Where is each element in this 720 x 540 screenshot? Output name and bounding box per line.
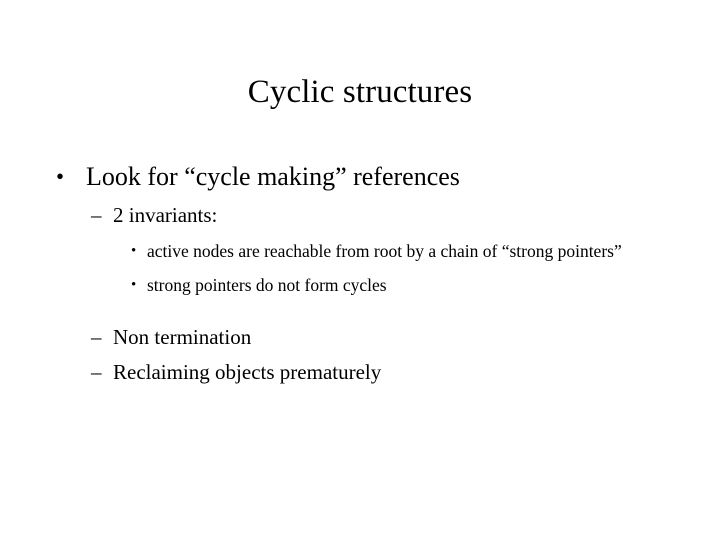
bullet-level2-non-termination: – Non termination — [0, 322, 720, 353]
bullet-level1-look-for: • Look for “cycle making” references — [0, 160, 720, 194]
bullet-level2-non-termination-text: Non termination — [113, 325, 252, 349]
bullet-dash-icon: – — [91, 203, 102, 227]
bullet-level2-reclaiming-objects-text: Reclaiming objects prematurely — [113, 360, 382, 384]
bullet-level3-strong-pointers-text: strong pointers do not form cycles — [147, 275, 387, 295]
bullet-dot-icon: • — [131, 277, 137, 293]
bullet-level2-invariants: – 2 invariants: — [0, 200, 720, 231]
bullet-dash-icon: – — [91, 325, 102, 349]
bullet-dot-icon: • — [131, 243, 137, 259]
slide-title: Cyclic structures — [247, 74, 473, 110]
bullet-level2-reclaiming-objects: – Reclaiming objects prematurely — [0, 357, 720, 388]
slide-body: • Look for “cycle making” references – 2… — [0, 160, 720, 388]
bullet-level3-active-nodes: • active nodes are reachable from root b… — [0, 238, 720, 265]
bullet-level2-invariants-text: 2 invariants: — [113, 203, 218, 227]
bullet-level3-strong-pointers: • strong pointers do not form cycles — [0, 272, 720, 299]
bullet-level3-active-nodes-text: active nodes are reachable from root by … — [147, 241, 622, 261]
bullet-dash-icon: – — [91, 360, 102, 384]
bullet-level1-text: Look for “cycle making” references — [86, 162, 460, 191]
bullet-dot-icon: • — [56, 164, 65, 189]
